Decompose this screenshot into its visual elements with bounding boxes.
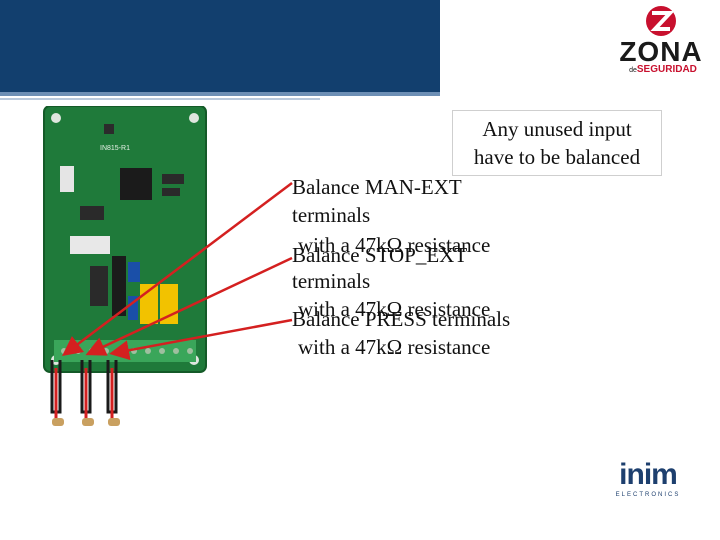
note-line-1: Any unused input — [482, 117, 632, 141]
unused-input-note: Any unused input have to be balanced — [452, 110, 662, 176]
microcontroller-chip — [120, 168, 152, 200]
inim-wordmark: inim — [619, 458, 678, 491]
callout-man-ext-title: Balance MAN-EXT — [292, 175, 462, 199]
zona-wordmark: ZONA — [619, 36, 703, 67]
inim-subtitle: ELECTRONICS — [615, 492, 681, 498]
callout-press-title: Balance PRESS terminals — [292, 307, 511, 331]
mount-hole-icon — [51, 113, 61, 123]
callout-press-resistance: with a 47kΩ resistance — [298, 335, 491, 359]
zona-subtitle: deSEGURIDAD — [629, 64, 697, 75]
board-model-label: IN815-R1 — [100, 145, 130, 152]
mount-hole-icon — [189, 113, 199, 123]
callout-stop-ext-title: Balance STOP_EXT — [292, 243, 468, 267]
header-stripe-thin — [0, 98, 320, 100]
relay — [140, 284, 158, 324]
header-stripe — [0, 92, 440, 96]
callout-stop-ext-resistance: with a 47kΩ resistance — [298, 297, 491, 321]
relay — [160, 284, 178, 324]
callout-stop-ext-terminals: terminals — [292, 269, 371, 293]
zona-z-icon — [646, 6, 676, 36]
zona-logo: ZONA deSEGURIDAD — [614, 4, 708, 76]
inim-logo: inim ELECTRONICS — [612, 458, 684, 502]
header-band — [0, 0, 440, 92]
pcb-board-image: IN815-R1 — [40, 105, 210, 374]
note-line-2: have to be balanced — [473, 145, 641, 169]
callout-man-ext-terminals: terminals — [292, 203, 371, 227]
callout-man-ext-resistance: with a 47kΩ resistance — [298, 233, 491, 257]
